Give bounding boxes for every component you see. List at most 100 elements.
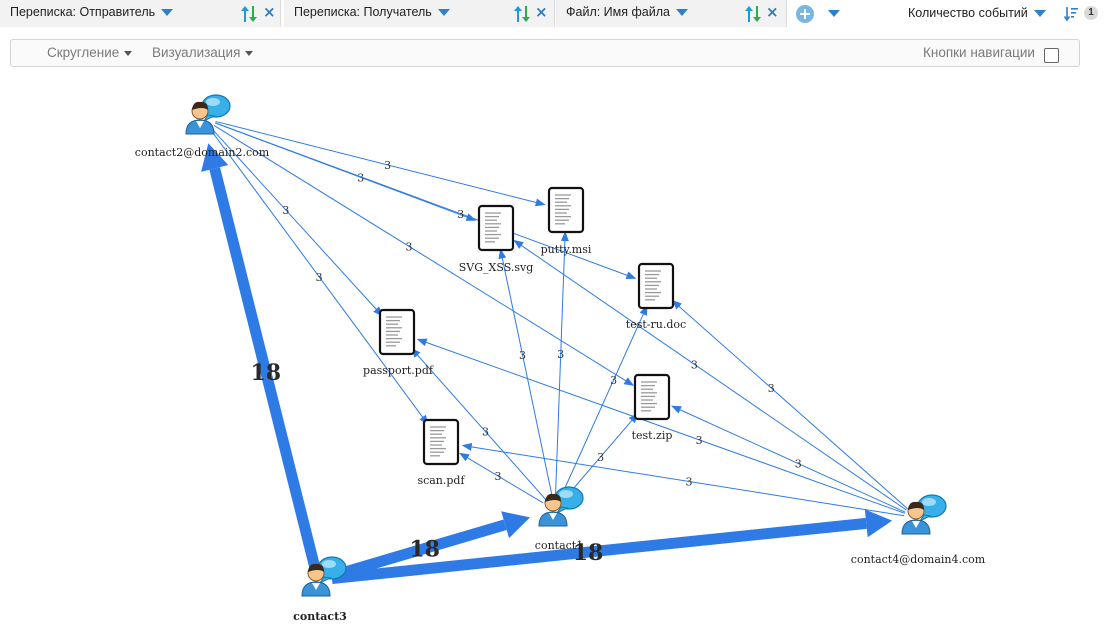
filename-field[interactable]: Файл: Имя файла × xyxy=(556,0,787,27)
edge-line xyxy=(555,230,569,497)
bubble-highlight xyxy=(322,560,336,568)
edge-weight-label: 3 xyxy=(597,451,604,464)
graph-edge[interactable]: 3 xyxy=(459,452,544,504)
graph-edge[interactable]: 3 xyxy=(213,124,635,386)
chevron-down-icon[interactable] xyxy=(675,9,688,17)
sort-toggle-icon[interactable] xyxy=(744,4,762,24)
graph-edge[interactable]: 3 xyxy=(560,305,648,498)
graph-edge[interactable]: 18 xyxy=(331,509,893,585)
document-icon xyxy=(547,186,585,234)
graph-edge[interactable]: 3 xyxy=(671,405,906,513)
chevron-down-icon xyxy=(245,50,254,56)
edge-weight-label: 3 xyxy=(457,208,464,221)
contact-node[interactable]: contact4@domain4.com xyxy=(851,494,986,566)
chevron-down-icon[interactable] xyxy=(828,10,840,17)
edge-line xyxy=(416,338,905,514)
sender-field-label: Переписка: Отправитель xyxy=(10,5,174,19)
chevron-down-icon[interactable] xyxy=(1033,10,1046,18)
sort-descending-icon[interactable] xyxy=(1064,6,1078,22)
edge-weight-label: 3 xyxy=(406,240,413,253)
graph-edge[interactable]: 18 xyxy=(201,143,320,568)
graph-edge[interactable]: 3 xyxy=(461,442,905,517)
edge-weight-label: 3 xyxy=(696,434,703,447)
recipient-field[interactable]: Переписка: Получатель × xyxy=(284,0,555,27)
edge-line xyxy=(331,517,867,585)
edge-line xyxy=(671,299,908,510)
edge-weight-label: 3 xyxy=(357,171,364,184)
add-field-icon[interactable] xyxy=(796,5,814,23)
person-hair xyxy=(545,493,561,502)
edge-arrowhead xyxy=(501,511,531,539)
graph-edge[interactable]: 3 xyxy=(215,120,546,207)
edge-weight-label: 3 xyxy=(557,348,564,361)
filter-bar: Переписка: Отправитель × Переписка: Полу… xyxy=(0,0,1106,28)
edge-line xyxy=(671,405,906,513)
rounding-menu[interactable]: Скругление xyxy=(47,45,133,60)
edge-line xyxy=(209,128,429,426)
graph-edge[interactable]: 3 xyxy=(555,230,569,497)
sort-toggle-icon[interactable] xyxy=(513,4,531,24)
count-badge: 1 xyxy=(1084,6,1098,20)
close-icon[interactable]: × xyxy=(766,3,779,21)
node-label: contact3 xyxy=(293,610,347,623)
graph-edge[interactable]: 3 xyxy=(671,299,908,510)
contact-icon xyxy=(901,494,947,535)
graph-toolbar: Скругление Визуализация Кнопки навигации xyxy=(10,39,1080,67)
person-collar xyxy=(196,121,204,128)
file-node[interactable]: passport.pdf xyxy=(363,308,434,377)
graph-edge[interactable]: 3 xyxy=(563,412,639,500)
visualization-menu[interactable]: Визуализация xyxy=(152,45,254,60)
person-collar xyxy=(912,521,920,528)
edge-weight-label: 3 xyxy=(691,358,698,371)
edge-line xyxy=(459,452,544,504)
edge-line xyxy=(209,167,320,568)
edge-line xyxy=(498,248,553,497)
document-icon xyxy=(633,373,671,421)
graph-edge[interactable]: 3 xyxy=(209,128,429,426)
filename-field-label: Файл: Имя файла xyxy=(566,5,688,19)
recipient-field-label: Переписка: Получатель xyxy=(294,5,450,19)
sender-field[interactable]: Переписка: Отправитель × xyxy=(0,0,281,27)
edge-line xyxy=(563,412,639,500)
graph-edge[interactable]: 3 xyxy=(211,128,383,317)
contact-node[interactable]: contact3 xyxy=(293,556,347,623)
edge-weight-label: 3 xyxy=(384,159,391,172)
graph-edge[interactable]: 3 xyxy=(410,347,547,500)
sort-toggle-icon[interactable] xyxy=(240,4,258,24)
edge-arrowhead xyxy=(864,509,893,538)
person-hair xyxy=(308,563,324,572)
event-count-selector[interactable]: Количество событий xyxy=(908,6,1046,20)
node-label: contact1 xyxy=(535,539,583,552)
chat-bubble-tail xyxy=(918,514,932,523)
nav-buttons-checkbox[interactable] xyxy=(1044,48,1059,63)
edge-weight-label: 3 xyxy=(795,458,802,471)
close-icon[interactable]: × xyxy=(535,3,548,21)
file-node[interactable]: putty.msi xyxy=(541,186,592,256)
file-node[interactable]: test-ru.doc xyxy=(626,262,686,331)
contact-node[interactable]: contact1 xyxy=(535,486,584,552)
node-label: passport.pdf xyxy=(363,364,434,377)
chevron-down-icon[interactable] xyxy=(437,9,450,17)
close-icon[interactable]: × xyxy=(263,3,276,21)
edge-weight-label: 18 xyxy=(250,360,281,386)
graph-edge[interactable]: 3 xyxy=(513,239,907,511)
person-collar xyxy=(312,583,320,590)
contact-node[interactable]: contact2@domain2.com xyxy=(135,94,270,159)
edge-weight-label: 18 xyxy=(573,540,604,566)
file-node[interactable]: test.zip xyxy=(632,373,673,442)
graph-edge[interactable]: 18 xyxy=(329,511,531,582)
chevron-down-icon[interactable] xyxy=(161,9,174,17)
node-label: test-ru.doc xyxy=(626,318,686,331)
file-node[interactable]: SVG_XSS.svg xyxy=(459,204,533,274)
edge-weight-label: 3 xyxy=(768,382,775,395)
graph-edge[interactable]: 3 xyxy=(416,338,905,514)
node-label: putty.msi xyxy=(541,243,592,256)
file-node[interactable]: scan.pdf xyxy=(417,418,465,487)
chat-bubble-tail xyxy=(318,576,332,585)
document-icon xyxy=(477,204,515,252)
graph-edge[interactable]: 3 xyxy=(214,122,637,279)
edge-line xyxy=(211,128,383,317)
graph-edge[interactable]: 3 xyxy=(498,248,553,497)
